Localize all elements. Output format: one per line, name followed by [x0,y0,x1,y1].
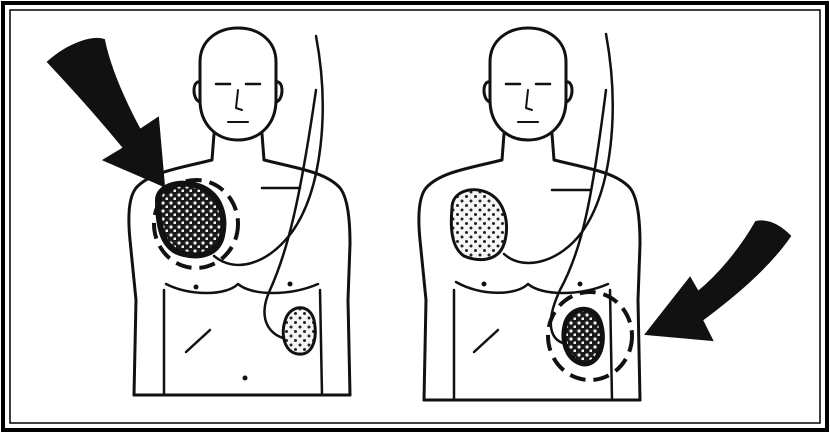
left-cable-lower [264,90,316,340]
arrow-icon [48,39,164,186]
electrode-pad-icon [158,184,223,256]
left-arm-line-l [320,290,322,395]
left-navel [243,376,248,381]
arrow-icon [646,221,790,340]
right-nose [526,90,532,110]
left-torso-side-r [130,240,136,395]
left-upper-pad [154,180,238,268]
right-lower-pad [548,292,632,380]
right-cable-lower [551,90,606,344]
electrode-pad-icon [564,309,602,364]
right-nipple-l [578,282,583,287]
right-nipple-r [482,282,487,287]
inner-frame [10,10,820,423]
outer-frame [3,3,827,430]
left-nose [236,90,242,110]
left-torso-side-l [348,244,350,395]
left-lower-pad [283,308,315,354]
right-upper-pad [451,190,506,260]
right-arm-line-l [610,290,612,400]
left-head [200,28,276,140]
right-head [490,28,566,140]
left-nipple-r [194,285,199,290]
right-cable [504,34,613,263]
right-torso-side-r [420,240,426,400]
right-torso-side-l [638,244,640,400]
left-abdomen-mark [186,330,210,352]
left-chest-line [166,284,318,293]
left-nipple-l [288,282,293,287]
right-abdomen-mark [474,330,498,352]
